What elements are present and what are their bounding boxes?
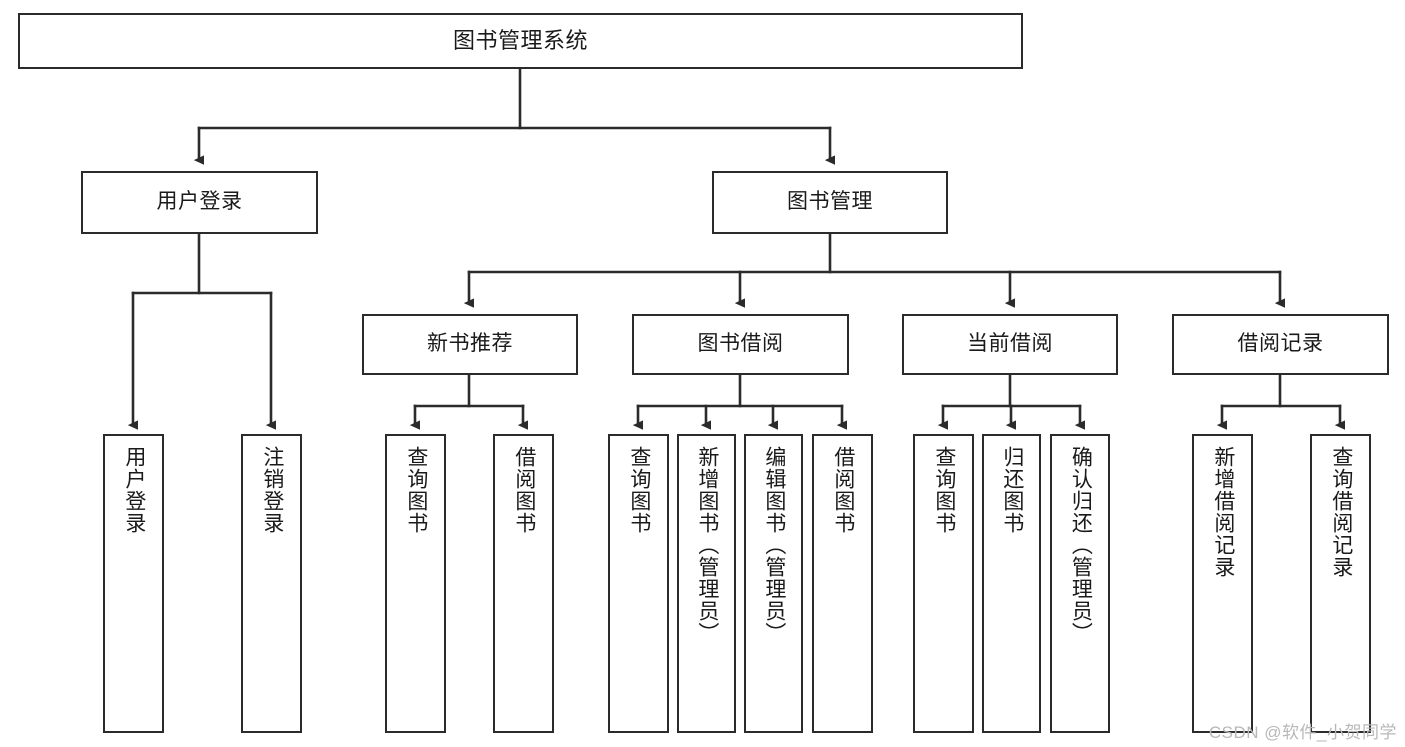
leaf-query-borrow-record[interactable]: 查询借阅记录 <box>1310 434 1371 733</box>
node-label: 编辑图书（管理员） <box>762 446 786 644</box>
node-label: 新增借阅记录 <box>1211 446 1235 578</box>
node-label: 查询图书 <box>627 446 651 534</box>
node-label: 查询图书 <box>932 446 956 534</box>
node-label: 用户登录 <box>122 446 146 534</box>
node-label: 查询借阅记录 <box>1329 446 1353 578</box>
node-new-book-recommend[interactable]: 新书推荐 <box>362 314 578 375</box>
leaf-borrow-book[interactable]: 借阅图书 <box>812 434 873 733</box>
node-label: 图书管理 <box>787 190 873 214</box>
leaf-borrow-book-recommend[interactable]: 借阅图书 <box>493 434 554 733</box>
leaf-edit-book[interactable]: 编辑图书（管理员） <box>744 434 803 733</box>
node-label: 新书推荐 <box>427 332 513 356</box>
leaf-add-book[interactable]: 新增图书（管理员） <box>677 434 736 733</box>
node-label: 图书借阅 <box>697 332 784 356</box>
node-label: 借阅图书 <box>512 446 536 534</box>
leaf-add-borrow-record[interactable]: 新增借阅记录 <box>1192 434 1253 733</box>
node-label: 借阅记录 <box>1237 332 1324 356</box>
node-user-login[interactable]: 用户登录 <box>81 171 318 234</box>
node-label: 当前借阅 <box>967 332 1053 356</box>
node-root-system[interactable]: 图书管理系统 <box>18 13 1023 69</box>
node-label: 归还图书 <box>1000 446 1024 534</box>
node-label: 确认归还（管理员） <box>1069 446 1093 644</box>
node-label: 注销登录 <box>260 446 284 534</box>
node-borrow-record[interactable]: 借阅记录 <box>1172 314 1389 375</box>
leaf-confirm-return[interactable]: 确认归还（管理员） <box>1050 434 1110 733</box>
leaf-query-book-current[interactable]: 查询图书 <box>913 434 974 733</box>
node-label: 查询图书 <box>404 446 428 534</box>
leaf-user-login[interactable]: 用户登录 <box>103 434 164 733</box>
node-label: 新增图书（管理员） <box>695 446 719 644</box>
node-label: 图书管理系统 <box>452 28 588 54</box>
node-label: 借阅图书 <box>831 446 855 534</box>
leaf-query-book-recommend[interactable]: 查询图书 <box>385 434 446 733</box>
node-current-borrow[interactable]: 当前借阅 <box>902 314 1118 375</box>
node-book-borrow[interactable]: 图书借阅 <box>632 314 849 375</box>
leaf-query-book-borrow[interactable]: 查询图书 <box>608 434 669 733</box>
watermark-text: CSDN @软件_小贺同学 <box>1208 723 1397 742</box>
node-label: 用户登录 <box>156 190 243 214</box>
node-book-manage[interactable]: 图书管理 <box>712 171 948 234</box>
leaf-return-book[interactable]: 归还图书 <box>982 434 1041 733</box>
leaf-logout-login[interactable]: 注销登录 <box>241 434 302 733</box>
